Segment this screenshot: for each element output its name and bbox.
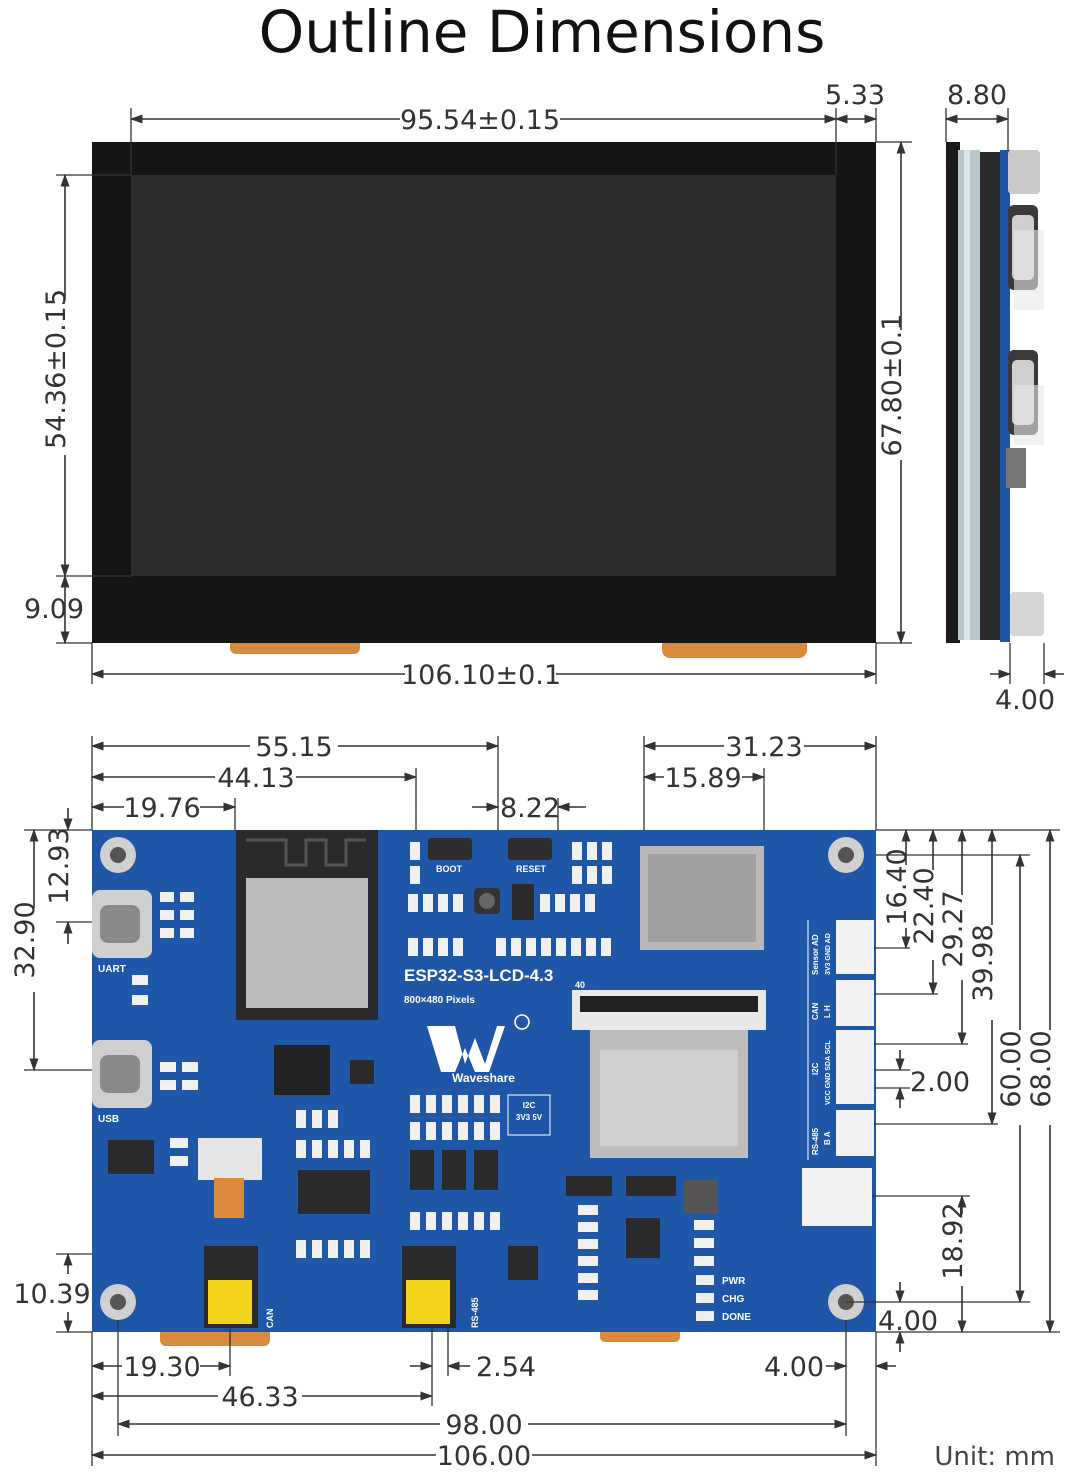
boot-button bbox=[428, 838, 472, 860]
ic-chip bbox=[350, 1060, 374, 1084]
board-resolution: 800×480 Pixels bbox=[404, 995, 475, 1006]
dim-top-55-15: 55.15 bbox=[255, 732, 332, 763]
side-connector bbox=[1010, 592, 1044, 636]
label-done: DONE bbox=[722, 1312, 751, 1323]
ic-chip bbox=[626, 1218, 660, 1258]
reset-button bbox=[508, 838, 552, 860]
board-model: ESP32-S3-LCD-4.3 bbox=[404, 966, 553, 985]
dim-right-22-40: 22.40 bbox=[909, 867, 940, 944]
brand-label: Waveshare bbox=[452, 1071, 515, 1085]
dim-overall-width: 106.10±0.1 bbox=[401, 660, 561, 691]
rs485-connector bbox=[836, 1110, 874, 1156]
side-view: 8.80 4.00 bbox=[944, 80, 1064, 716]
dim-right-18-92: 18.92 bbox=[938, 1202, 969, 1279]
mounting-hole bbox=[828, 837, 864, 873]
dim-right-2-00: 2.00 bbox=[910, 1067, 970, 1098]
dim-right-29-27: 29.27 bbox=[938, 890, 969, 967]
dim-side-connector: 4.00 bbox=[995, 685, 1055, 716]
dim-top-31-23: 31.23 bbox=[725, 732, 802, 763]
dim-right-offset: 5.33 bbox=[825, 80, 885, 111]
diode bbox=[566, 1176, 612, 1196]
dim-right-4-00: 4.00 bbox=[878, 1306, 938, 1337]
label-rs485-bottom: RS-485 bbox=[470, 1297, 480, 1328]
waveshare-logo bbox=[427, 1014, 530, 1072]
dim-top-44-13: 44.13 bbox=[217, 763, 294, 794]
label-i2c-power: I2C bbox=[523, 1101, 536, 1110]
dim-bottom-98-00: 98.00 bbox=[445, 1410, 522, 1441]
back-view: UART USB BOOT RESET bbox=[10, 732, 1060, 1472]
can-connector bbox=[836, 980, 874, 1026]
label-can-right: CAN bbox=[811, 1002, 820, 1020]
i2c-connector bbox=[836, 1030, 874, 1104]
side-connector bbox=[1008, 150, 1040, 194]
inductor bbox=[684, 1180, 718, 1214]
label-i2c-volt: 3V3 5V bbox=[516, 1113, 543, 1122]
dim-active-width: 95.54±0.15 bbox=[400, 105, 560, 136]
label-sensor: Sensor AD bbox=[811, 934, 820, 975]
diode bbox=[474, 1150, 498, 1190]
label-boot: BOOT bbox=[436, 864, 463, 874]
module-shield bbox=[246, 878, 368, 1008]
label-pwr: PWR bbox=[722, 1276, 746, 1287]
side-pcb bbox=[980, 152, 1002, 640]
dim-bottom-4-00: 4.00 bbox=[764, 1352, 824, 1383]
diode bbox=[626, 1176, 676, 1196]
dim-bottom-2-54: 2.54 bbox=[476, 1352, 536, 1383]
label-can-bottom: CAN bbox=[265, 1309, 275, 1329]
side-glass bbox=[946, 142, 960, 643]
label-i2c-pins: VCC GND SDA SCL bbox=[825, 1040, 832, 1105]
label-fpc-pin: 40 bbox=[575, 980, 585, 990]
dim-bottom-46-33: 46.33 bbox=[221, 1382, 298, 1413]
diode bbox=[410, 1150, 434, 1190]
dim-right-39-98: 39.98 bbox=[968, 924, 999, 1001]
dim-overall-height: 67.80±0.1 bbox=[877, 314, 908, 457]
unit-label: Unit: mm bbox=[934, 1442, 1055, 1472]
transistor bbox=[512, 884, 534, 920]
label-rs485-right: RS-485 bbox=[811, 1127, 820, 1155]
dim-right-16-40: 16.40 bbox=[882, 848, 913, 925]
front-view: 95.54±0.15 5.33 54.36±0.15 9.09 67.80±0.… bbox=[24, 80, 912, 691]
label-sensor-pins: 3V3 GND AD bbox=[825, 933, 832, 975]
small-connector bbox=[198, 1138, 262, 1180]
dim-bottom-offset: 9.09 bbox=[24, 594, 84, 625]
dim-top-8-22: 8.22 bbox=[500, 793, 560, 824]
mounting-hole bbox=[100, 837, 136, 873]
dim-side-thickness: 8.80 bbox=[947, 80, 1007, 111]
dim-top-15-89: 15.89 bbox=[664, 763, 741, 794]
diode bbox=[442, 1150, 466, 1190]
page-title: Outline Dimensions bbox=[259, 0, 826, 66]
dim-left-12-93: 12.93 bbox=[44, 827, 75, 904]
dim-left-10-39: 10.39 bbox=[13, 1279, 90, 1310]
label-can-pins: L H bbox=[823, 1005, 832, 1018]
label-rs485-pins: B A bbox=[823, 1131, 832, 1145]
voltage-regulator bbox=[274, 1045, 330, 1095]
dim-right-68-00: 68.00 bbox=[1026, 1030, 1057, 1107]
dim-right-60-00: 60.00 bbox=[996, 1030, 1027, 1107]
dim-bottom-19-30: 19.30 bbox=[123, 1352, 200, 1383]
ic-chip bbox=[508, 1246, 538, 1280]
label-chg: CHG bbox=[722, 1294, 744, 1305]
ic-chip bbox=[298, 1170, 370, 1214]
label-usb: USB bbox=[98, 1114, 119, 1125]
antenna-trace bbox=[246, 838, 366, 867]
dim-bottom-106-00: 106.00 bbox=[437, 1441, 531, 1472]
passive-components bbox=[132, 842, 714, 1300]
battery-connector bbox=[802, 1168, 872, 1226]
ic-chip bbox=[108, 1140, 154, 1174]
label-uart: UART bbox=[98, 964, 126, 975]
mounting-hole bbox=[100, 1284, 136, 1320]
dim-top-19-76: 19.76 bbox=[123, 793, 200, 824]
dim-left-32-90: 32.90 bbox=[10, 901, 41, 978]
label-i2c-right: I2C bbox=[811, 1062, 820, 1075]
sensor-ad-connector bbox=[836, 920, 874, 974]
label-reset: RESET bbox=[516, 864, 547, 874]
display-active-area bbox=[131, 175, 836, 576]
dim-active-height: 54.36±0.15 bbox=[41, 289, 72, 449]
